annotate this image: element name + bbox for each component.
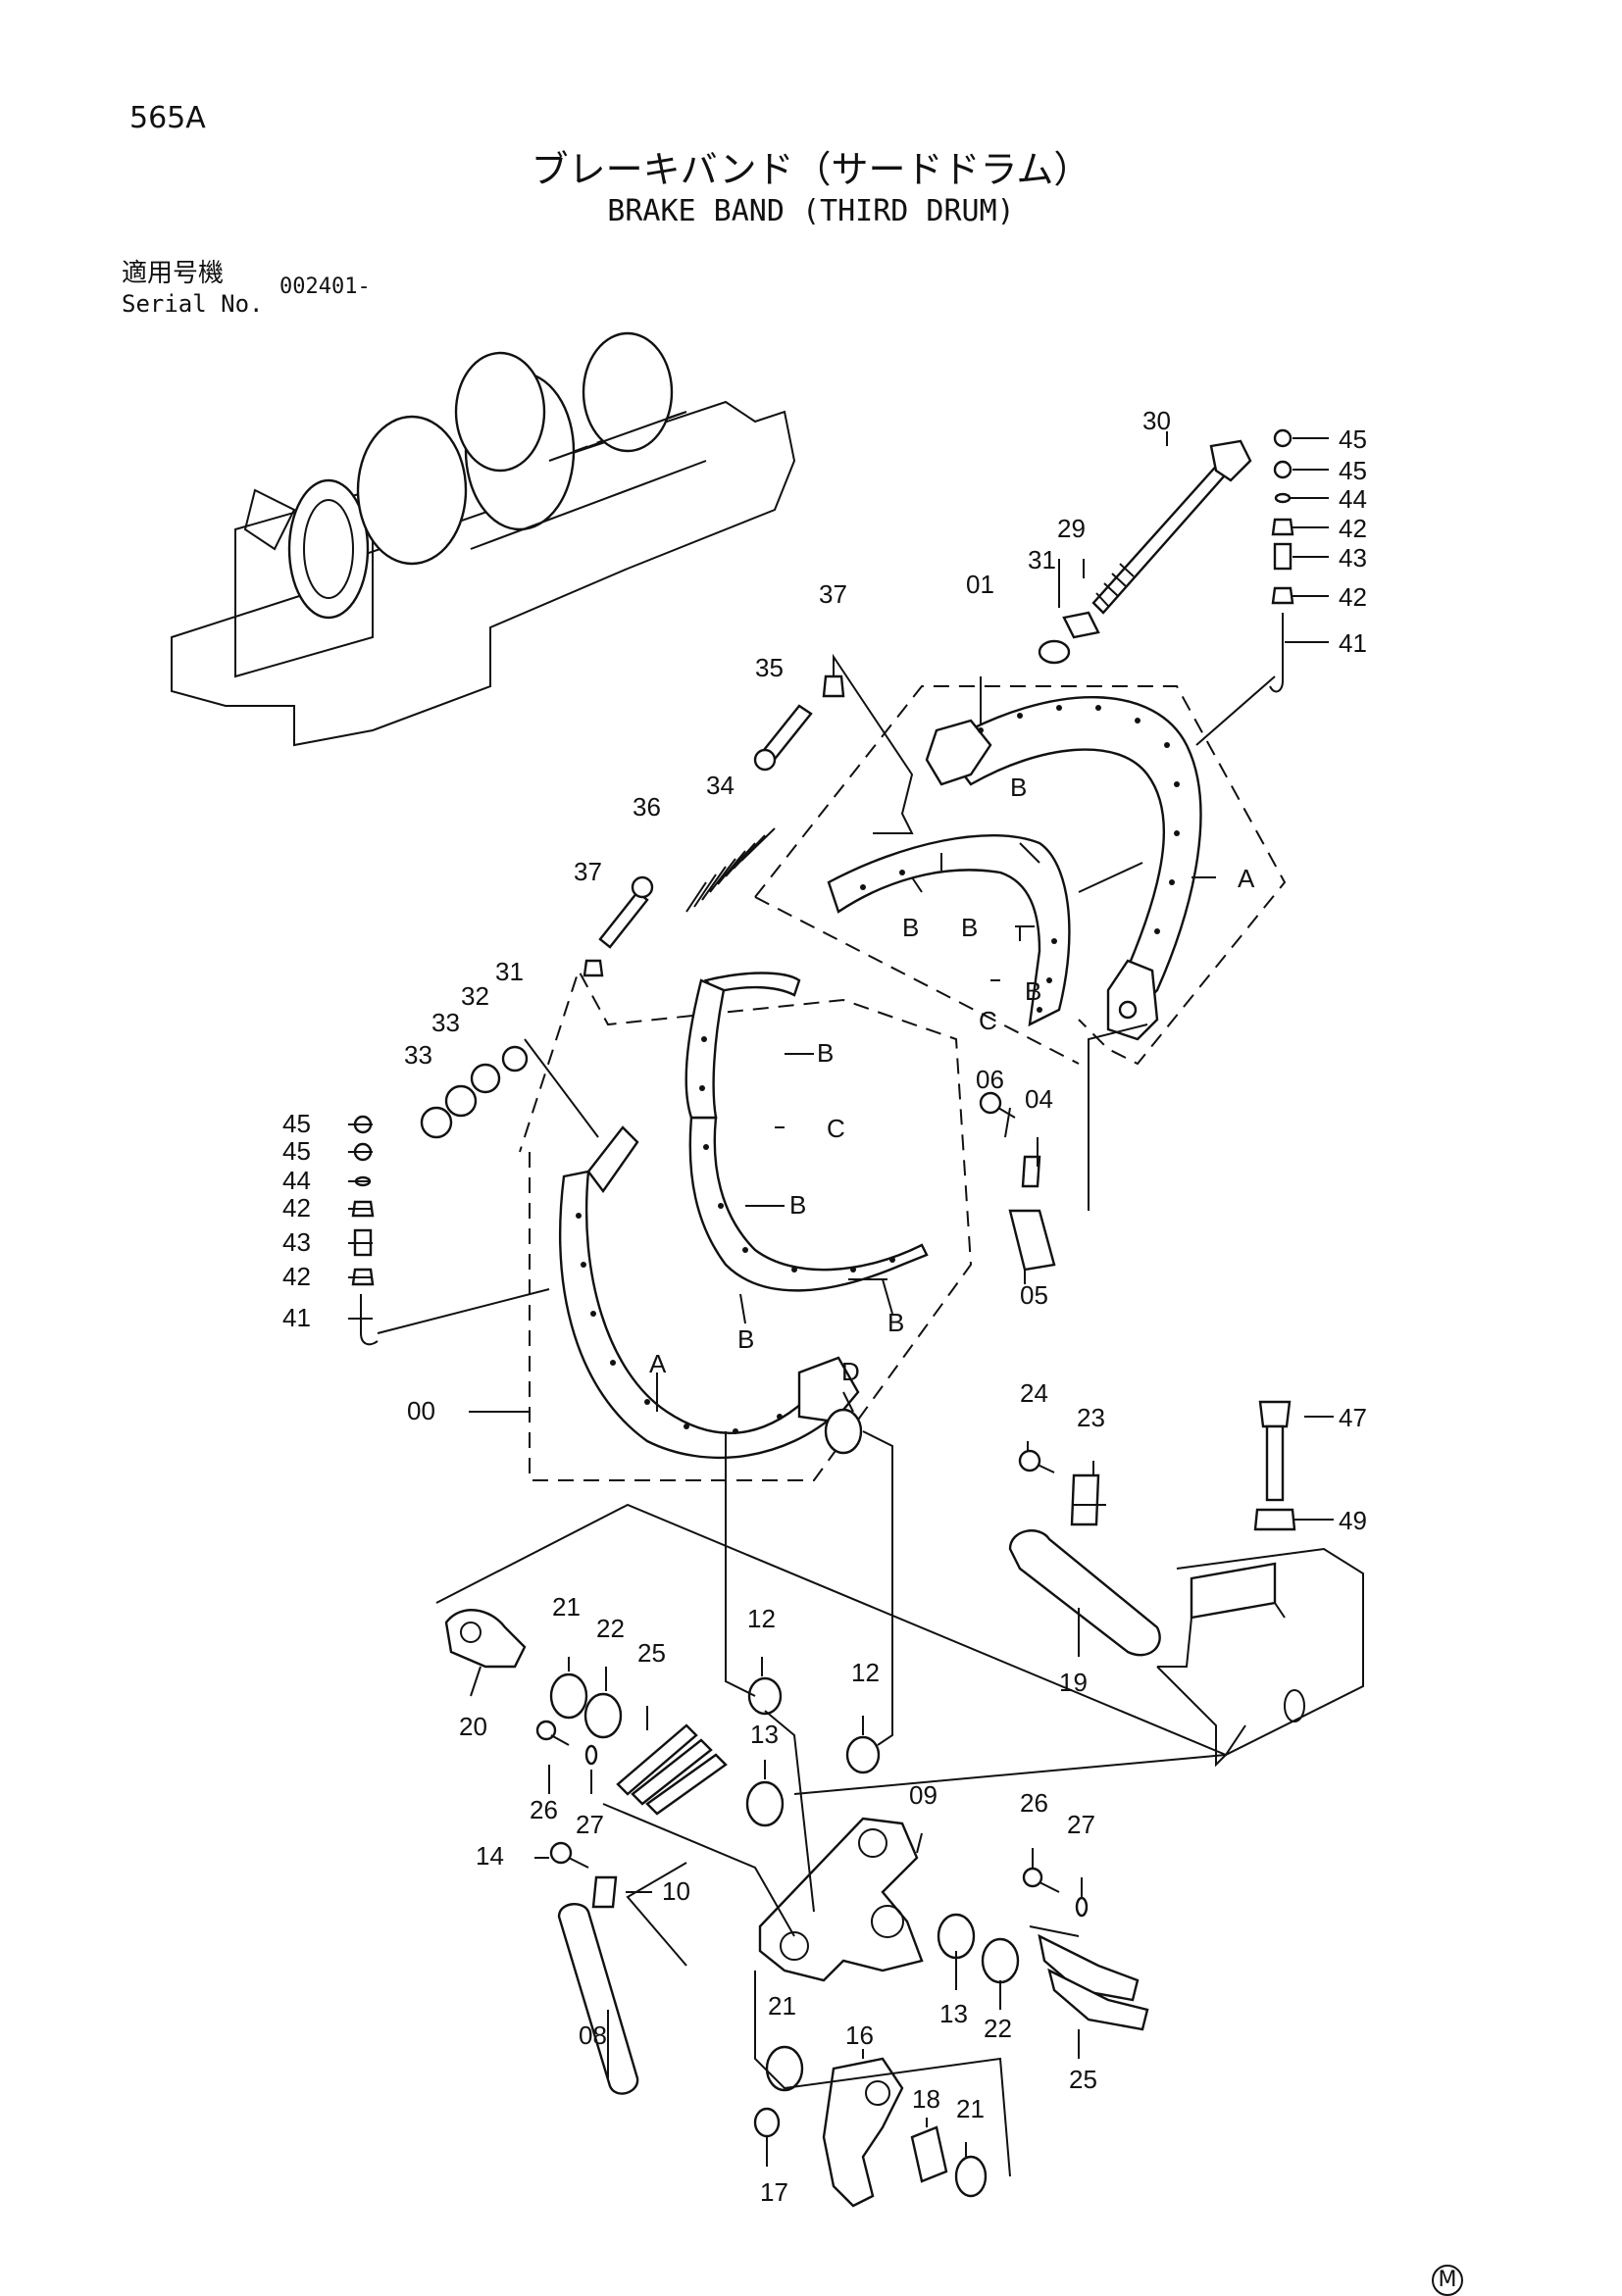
letter-label-a: A xyxy=(1238,864,1255,893)
letter-label-d: D xyxy=(841,1357,860,1386)
letter-label-b: B xyxy=(887,1308,904,1337)
callout-45: 45 xyxy=(282,1136,311,1166)
callout-36: 36 xyxy=(633,792,661,822)
callout-43: 43 xyxy=(1339,543,1367,573)
callout-21: 21 xyxy=(956,2094,985,2123)
callout-32: 32 xyxy=(461,981,489,1011)
letter-label-b: B xyxy=(902,913,919,942)
callout-05: 05 xyxy=(1020,1280,1048,1310)
callout-22: 22 xyxy=(596,1614,625,1643)
callout-17: 17 xyxy=(760,2177,788,2207)
callout-41: 41 xyxy=(1339,628,1367,658)
callout-47: 47 xyxy=(1339,1403,1367,1432)
callout-26: 26 xyxy=(1020,1788,1048,1818)
callout-30: 30 xyxy=(1142,406,1171,435)
callout-numbers: 45 45 44 42 43 42 41 30 29 31 01 37 35 3… xyxy=(282,406,1367,2207)
callout-33: 33 xyxy=(431,1008,460,1037)
callout-14: 14 xyxy=(476,1841,504,1871)
callout-31: 31 xyxy=(1028,545,1056,574)
callout-37: 37 xyxy=(819,579,847,609)
callout-00: 00 xyxy=(407,1396,435,1425)
letter-label-b: B xyxy=(1010,773,1027,802)
callout-22: 22 xyxy=(984,2014,1012,2043)
callout-08: 08 xyxy=(579,2021,607,2050)
callout-20: 20 xyxy=(459,1712,487,1741)
page-title-english: BRAKE BAND (THIRD DRUM) xyxy=(607,194,1015,228)
callout-42: 42 xyxy=(282,1193,311,1223)
spring-34 xyxy=(685,827,776,913)
callout-13: 13 xyxy=(750,1720,779,1749)
page-code: 565A xyxy=(129,101,206,135)
hardware-stack-right xyxy=(1269,428,1294,693)
callout-10: 10 xyxy=(662,1876,690,1906)
callout-21: 21 xyxy=(768,1991,796,2021)
callout-45: 45 xyxy=(1339,424,1367,454)
letter-label-b: B xyxy=(961,913,978,942)
callout-42: 42 xyxy=(282,1262,311,1291)
callout-24: 24 xyxy=(1020,1378,1048,1408)
callout-19: 19 xyxy=(1059,1668,1088,1697)
letter-label-b: B xyxy=(737,1324,754,1354)
callout-35: 35 xyxy=(755,653,784,682)
serial-label-japanese: 適用号機 xyxy=(122,259,225,288)
callout-37: 37 xyxy=(574,857,602,886)
brake-band-lower-group xyxy=(348,968,1148,1481)
callout-23: 23 xyxy=(1077,1403,1105,1432)
callout-45: 45 xyxy=(1339,456,1367,485)
callout-44: 44 xyxy=(282,1166,311,1195)
letter-label-c: C xyxy=(979,1006,997,1035)
callout-21: 21 xyxy=(552,1592,581,1622)
callout-29: 29 xyxy=(1057,514,1086,543)
callout-49: 49 xyxy=(1339,1506,1367,1535)
callout-25: 25 xyxy=(637,1638,666,1668)
callout-27: 27 xyxy=(576,1810,604,1839)
callout-31: 31 xyxy=(495,957,524,986)
callout-01: 01 xyxy=(966,570,994,599)
callout-25: 25 xyxy=(1069,2065,1097,2094)
callout-06: 06 xyxy=(976,1065,1004,1094)
winch-assembly-overview xyxy=(171,331,796,747)
callout-42: 42 xyxy=(1339,514,1367,543)
callout-45: 45 xyxy=(282,1109,311,1138)
serial-number-value: 002401- xyxy=(279,275,371,299)
callout-34: 34 xyxy=(706,771,735,800)
callout-04: 04 xyxy=(1025,1084,1053,1114)
callout-13: 13 xyxy=(939,1999,968,2028)
brake-band-upper-group xyxy=(583,428,1329,1066)
letter-label-b: B xyxy=(789,1190,806,1220)
linkage-lower-group xyxy=(435,1400,1364,2208)
callout-41: 41 xyxy=(282,1303,311,1332)
callout-12: 12 xyxy=(851,1658,880,1687)
callout-44: 44 xyxy=(1339,484,1367,514)
letter-label-c: C xyxy=(827,1114,845,1143)
letter-label-b: B xyxy=(1025,976,1041,1006)
serial-label-english: Serial No. xyxy=(122,290,264,318)
callout-43: 43 xyxy=(282,1227,311,1257)
callout-16: 16 xyxy=(845,2021,874,2050)
callout-27: 27 xyxy=(1067,1810,1095,1839)
callout-42: 42 xyxy=(1339,582,1367,612)
letter-label-a: A xyxy=(649,1349,667,1378)
callout-26: 26 xyxy=(530,1795,558,1824)
callout-09: 09 xyxy=(909,1780,938,1810)
callout-18: 18 xyxy=(912,2084,940,2114)
callout-12: 12 xyxy=(747,1604,776,1633)
page-title-japanese: ブレーキバンド（サードドラム） xyxy=(531,148,1091,191)
callout-33: 33 xyxy=(404,1040,432,1070)
hardware-stack-left xyxy=(351,1115,379,1346)
letter-label-b: B xyxy=(817,1038,834,1068)
